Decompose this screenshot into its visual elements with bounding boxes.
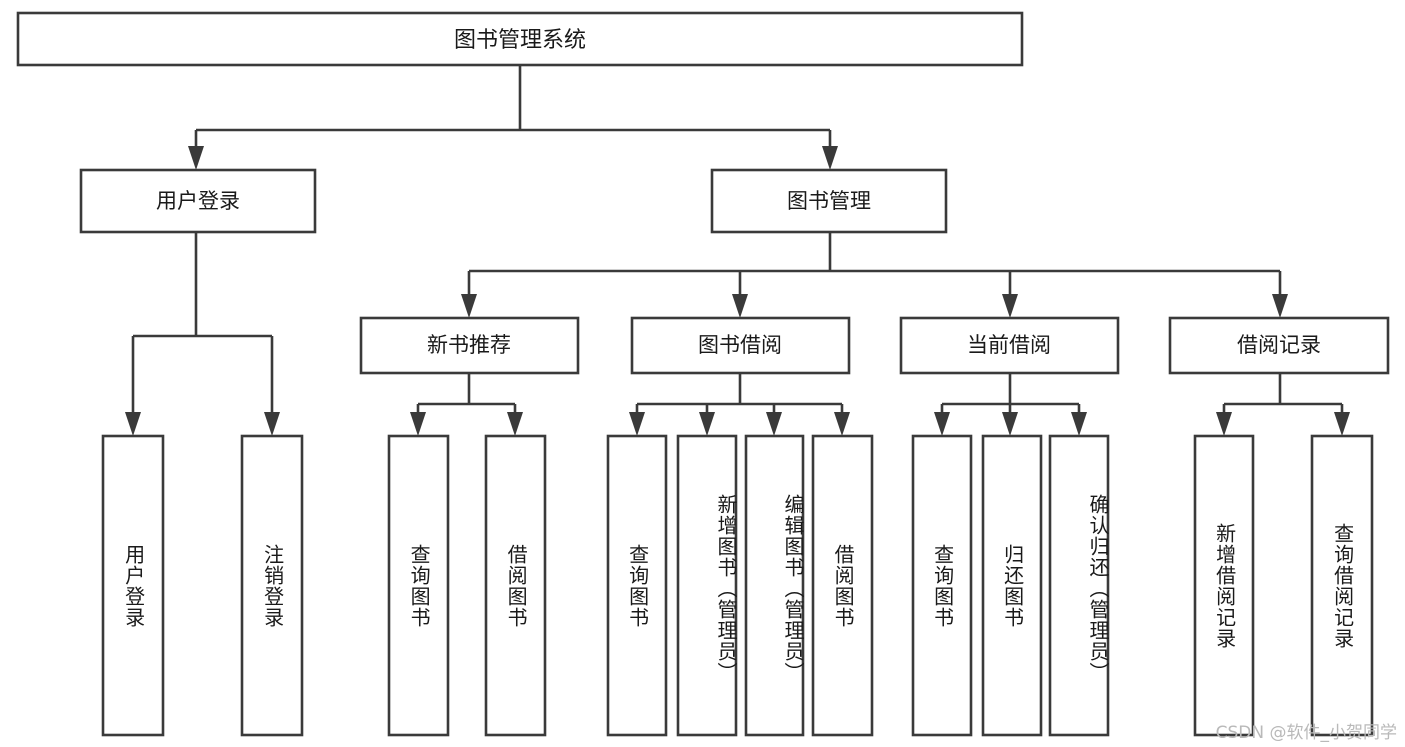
leaf-box-return-book[interactable] <box>981 434 1043 737</box>
connector-layer <box>125 65 1350 436</box>
arrowhead-leaf-add-record <box>1216 412 1232 436</box>
node-book-manage-label: 图书管理 <box>787 189 871 213</box>
node-book-borrow-box[interactable] <box>630 316 851 375</box>
arrowhead-leaf-edit-book <box>766 412 782 436</box>
leaf-box-query-book-1[interactable] <box>387 434 450 737</box>
node-book-borrow[interactable]: 图书借阅 <box>630 316 851 375</box>
node-new-book-recommend-box[interactable] <box>359 316 580 375</box>
leaf-box-edit-book[interactable] <box>744 434 805 737</box>
leaf-box-logout-login[interactable] <box>240 434 304 737</box>
node-current-borrow-box[interactable] <box>899 316 1120 375</box>
node-borrow-record-box[interactable] <box>1168 316 1390 375</box>
leaf-box-borrow-book-1[interactable] <box>484 434 547 737</box>
node-borrow-record[interactable]: 借阅记录 <box>1168 316 1390 375</box>
arrowhead-new-book-recommend <box>461 294 477 318</box>
arrowhead-leaf-add-book <box>699 412 715 436</box>
arrowhead-leaf-query-record <box>1334 412 1350 436</box>
node-current-borrow-label: 当前借阅 <box>967 333 1051 357</box>
leaf-box-confirm-return[interactable] <box>1048 434 1110 737</box>
node-user-login[interactable]: 用户登录 <box>79 168 317 234</box>
arrowhead-borrow-record <box>1272 294 1288 318</box>
csdn-watermark: CSDN @软件_小贺同学 <box>1215 723 1397 743</box>
node-user-login-label: 用户登录 <box>156 189 240 213</box>
arrowhead-book-borrow <box>732 294 748 318</box>
arrowhead-leaf-confirm-return <box>1071 412 1087 436</box>
node-book-borrow-label: 图书借阅 <box>698 333 782 357</box>
arrowhead-leaf-query-book-3 <box>934 412 950 436</box>
node-root-box[interactable] <box>16 11 1024 67</box>
node-borrow-record-label: 借阅记录 <box>1237 333 1321 357</box>
leaf-box-add-book[interactable] <box>676 434 738 737</box>
node-book-manage-box[interactable] <box>710 168 948 234</box>
node-current-borrow[interactable]: 当前借阅 <box>899 316 1120 375</box>
node-root[interactable]: 图书管理系统 <box>16 11 1024 67</box>
arrowhead-leaf-user-login <box>125 412 141 436</box>
leaf-box-borrow-book-2[interactable] <box>811 434 874 737</box>
node-user-login-box[interactable] <box>79 168 317 234</box>
arrowhead-leaf-logout-login <box>264 412 280 436</box>
arrowhead-leaf-return-book <box>1002 412 1018 436</box>
node-new-book-recommend-label: 新书推荐 <box>427 333 511 357</box>
arrowhead-current-borrow <box>1002 294 1018 318</box>
node-new-book-recommend[interactable]: 新书推荐 <box>359 316 580 375</box>
leaf-box-add-record[interactable] <box>1193 434 1255 737</box>
leaf-box-query-record[interactable] <box>1310 434 1374 737</box>
arrowhead-leaf-query-book-1 <box>410 412 426 436</box>
leaf-box-query-book-3[interactable] <box>911 434 973 737</box>
arrowhead-leaf-query-book-2 <box>629 412 645 436</box>
arrowhead-leaf-borrow-book-1 <box>507 412 523 436</box>
node-layer: 图书管理系统 用户登录 图书管理 新书推荐 图书借阅 当前 <box>16 11 1390 737</box>
arrowhead-book-manage <box>822 146 838 170</box>
leaf-box-user-login[interactable] <box>101 434 165 737</box>
arrowhead-user-login <box>188 146 204 170</box>
leaf-box-query-book-2[interactable] <box>606 434 668 737</box>
arrowhead-leaf-borrow-book-2 <box>834 412 850 436</box>
node-book-manage[interactable]: 图书管理 <box>710 168 948 234</box>
node-root-label: 图书管理系统 <box>454 28 586 53</box>
